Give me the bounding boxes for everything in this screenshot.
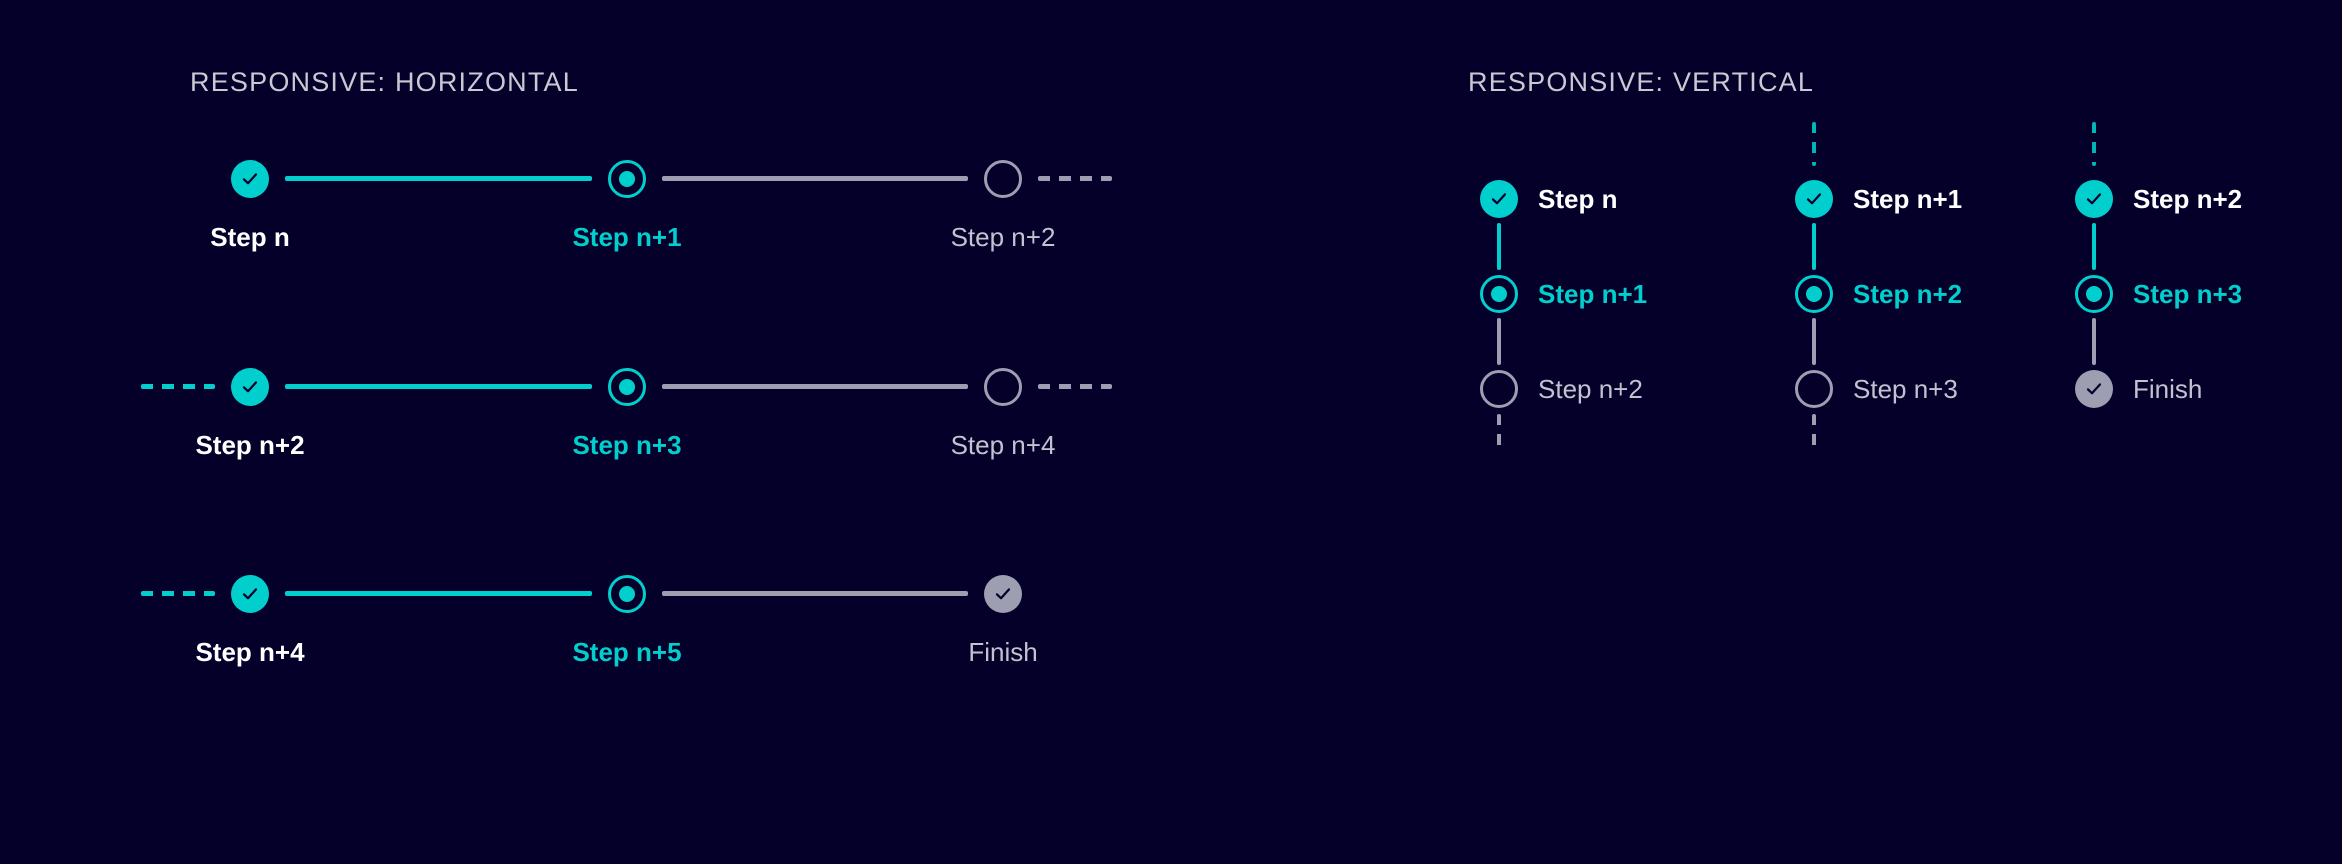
- connector-segment: [285, 591, 592, 596]
- step-marker-complete[interactable]: [1480, 180, 1518, 218]
- step-marker-upcoming[interactable]: [1795, 370, 1833, 408]
- dot-icon: [2086, 286, 2102, 302]
- check-icon: [239, 168, 261, 190]
- step-label[interactable]: Step n+3: [572, 430, 682, 460]
- connector-segment: [2092, 223, 2096, 270]
- connector-trail: [1038, 176, 1112, 181]
- check-icon: [1803, 188, 1825, 210]
- connector-segment: [662, 176, 968, 181]
- connector-trail: [1497, 414, 1501, 454]
- connector-segment: [662, 591, 968, 596]
- check-icon: [239, 583, 261, 605]
- section-heading-horizontal: RESPONSIVE: HORIZONTAL: [190, 67, 579, 97]
- connector-segment: [2092, 318, 2096, 365]
- step-label[interactable]: Step n+1: [1853, 183, 1963, 214]
- step-label[interactable]: Step n+1: [1538, 278, 1648, 309]
- step-marker-current[interactable]: [608, 160, 646, 198]
- stepper-item[interactable]: Step n: [1480, 180, 1617, 218]
- connector-segment: [662, 384, 968, 389]
- step-marker-complete[interactable]: [231, 368, 269, 406]
- connector-segment: [285, 176, 592, 181]
- step-marker-upcoming[interactable]: [984, 368, 1022, 406]
- check-icon: [2083, 188, 2105, 210]
- stepper-item[interactable]: Step n+2: [2075, 180, 2242, 218]
- connector-lead: [141, 591, 215, 596]
- section-heading-vertical: RESPONSIVE: VERTICAL: [1468, 67, 1815, 97]
- connector-lead: [1812, 122, 1816, 166]
- step-label[interactable]: Step n+1: [572, 222, 682, 252]
- step-label[interactable]: Step n+3: [2133, 278, 2243, 309]
- step-marker-complete[interactable]: [2075, 180, 2113, 218]
- step-label[interactable]: Step n+2: [1538, 373, 1643, 404]
- connector-segment: [1497, 223, 1501, 270]
- dot-icon: [1491, 286, 1507, 302]
- step-marker-current[interactable]: [608, 575, 646, 613]
- check-icon: [1488, 188, 1510, 210]
- step-label[interactable]: Step n+5: [572, 637, 682, 667]
- check-muted-icon: [2083, 378, 2105, 400]
- stepper-item[interactable]: Step n+1: [1795, 180, 1962, 218]
- check-icon: [239, 376, 261, 398]
- step-marker-upcoming[interactable]: [984, 160, 1022, 198]
- connector-lead: [2092, 122, 2096, 166]
- step-label[interactable]: Finish: [968, 637, 1038, 667]
- step-label[interactable]: Step n+2: [2133, 183, 2243, 214]
- step-label[interactable]: Finish: [2133, 373, 2203, 404]
- dot-icon: [619, 171, 635, 187]
- stepper-item[interactable]: Step n+3: [1795, 370, 1958, 408]
- stepper-item[interactable]: Step n+2: [1795, 275, 1962, 313]
- step-marker-current[interactable]: [608, 368, 646, 406]
- step-label[interactable]: Step n+4: [195, 637, 305, 667]
- step-marker-current[interactable]: [2075, 275, 2113, 313]
- step-label[interactable]: Step n+2: [195, 430, 305, 460]
- step-label[interactable]: Step n+3: [1853, 373, 1958, 404]
- stepper-item[interactable]: Finish: [2075, 370, 2202, 408]
- stepper-item[interactable]: Step n+3: [2075, 275, 2242, 313]
- connector-trail: [1038, 384, 1112, 389]
- step-marker-finish[interactable]: [984, 575, 1022, 613]
- check-muted-icon: [992, 583, 1014, 605]
- connector-segment: [1497, 318, 1501, 365]
- connector-segment: [1812, 318, 1816, 365]
- step-marker-complete[interactable]: [1795, 180, 1833, 218]
- stepper-item[interactable]: Step n+1: [1480, 275, 1647, 313]
- stepper-item[interactable]: Step n+2: [1480, 370, 1643, 408]
- connector-segment: [285, 384, 592, 389]
- step-marker-current[interactable]: [1480, 275, 1518, 313]
- step-label[interactable]: Step n: [1538, 183, 1618, 214]
- connector-segment: [1812, 223, 1816, 270]
- step-label[interactable]: Step n+2: [1853, 278, 1963, 309]
- step-marker-current[interactable]: [1795, 275, 1833, 313]
- step-marker-complete[interactable]: [231, 575, 269, 613]
- step-label[interactable]: Step n: [210, 222, 290, 252]
- step-marker-complete[interactable]: [231, 160, 269, 198]
- connector-trail: [1812, 414, 1816, 454]
- connector-lead: [141, 384, 215, 389]
- dot-icon: [619, 586, 635, 602]
- step-marker-upcoming[interactable]: [1480, 370, 1518, 408]
- step-label[interactable]: Step n+2: [950, 222, 1056, 252]
- dot-icon: [1806, 286, 1822, 302]
- dot-icon: [619, 379, 635, 395]
- step-marker-finish[interactable]: [2075, 370, 2113, 408]
- step-label[interactable]: Step n+4: [950, 430, 1056, 460]
